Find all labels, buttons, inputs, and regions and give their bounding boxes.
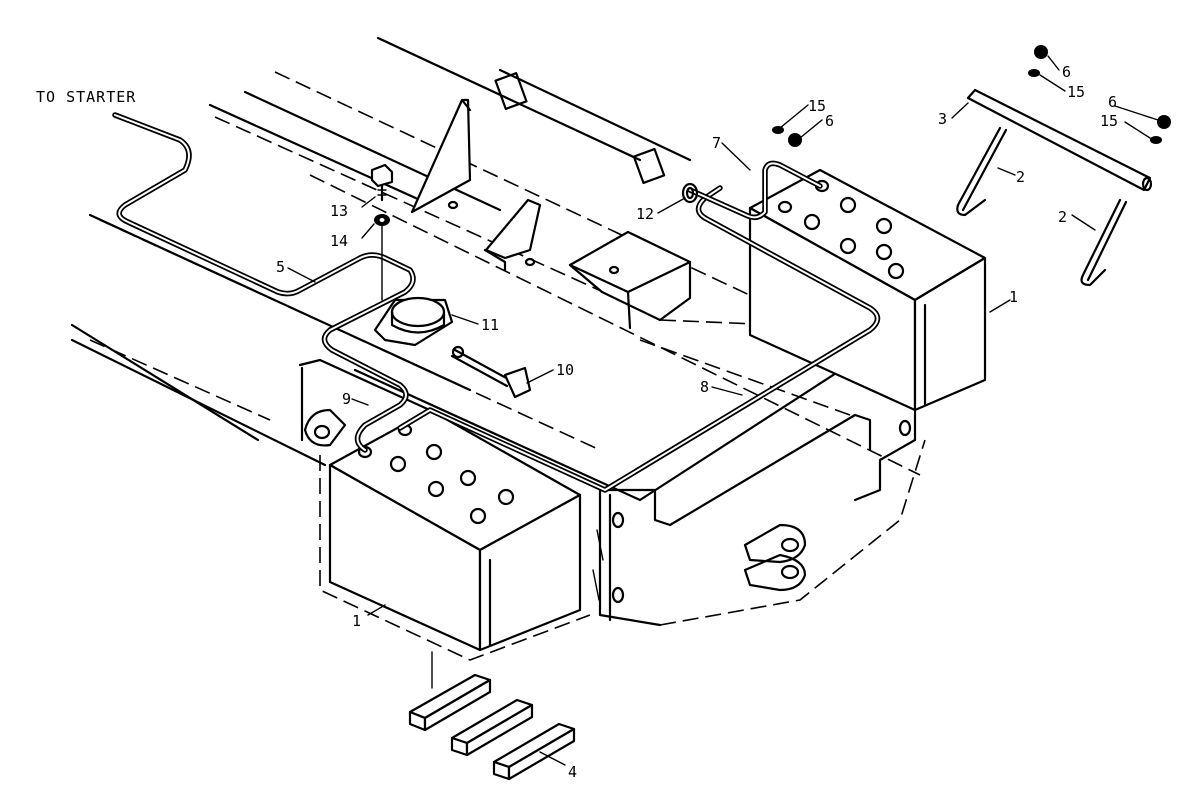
callout-1-front: 1: [352, 612, 361, 630]
callout-5: 5: [276, 258, 285, 276]
callout-6-mid: 6: [825, 112, 834, 130]
center-junction-box: [568, 230, 692, 330]
callout-6-top: 6: [1062, 63, 1071, 81]
callout-13: 13: [330, 202, 348, 220]
bolt: [370, 163, 394, 202]
callout-7: 7: [712, 134, 721, 152]
rear-battery: [748, 168, 987, 412]
ground-strap: [450, 345, 532, 399]
to-starter-label: TO STARTER: [36, 88, 136, 106]
callout-15-top: 15: [1067, 83, 1085, 101]
callout-15-right: 15: [1100, 112, 1118, 130]
labels: TO STARTER 1 1 2 2 3 4 5 6 6 6 7 8 9 10 …: [36, 63, 1118, 781]
callout-12: 12: [636, 205, 654, 223]
callout-14: 14: [330, 232, 348, 250]
callout-1-rear: 1: [1009, 288, 1018, 306]
battery-switch: [373, 296, 454, 347]
j-bolts: [956, 126, 1128, 287]
callout-10: 10: [556, 361, 574, 379]
callout-2-right: 2: [1058, 208, 1067, 226]
callout-11: 11: [481, 316, 499, 334]
callout-2-left: 2: [1016, 168, 1025, 186]
callout-15-mid: 15: [808, 97, 826, 115]
washer: [374, 214, 390, 301]
callout-8: 8: [700, 378, 709, 396]
callout-3: 3: [938, 110, 947, 128]
front-battery: [328, 408, 582, 652]
leader-lines: [287, 55, 1159, 766]
hold-down-bar: [966, 88, 1153, 192]
callout-4: 4: [568, 763, 577, 781]
upright-brackets: [410, 72, 666, 272]
callout-6-right: 6: [1108, 93, 1117, 111]
battery-cables: [112, 112, 881, 493]
spacer-blocks: [408, 651, 576, 781]
callout-9: 9: [342, 390, 351, 408]
